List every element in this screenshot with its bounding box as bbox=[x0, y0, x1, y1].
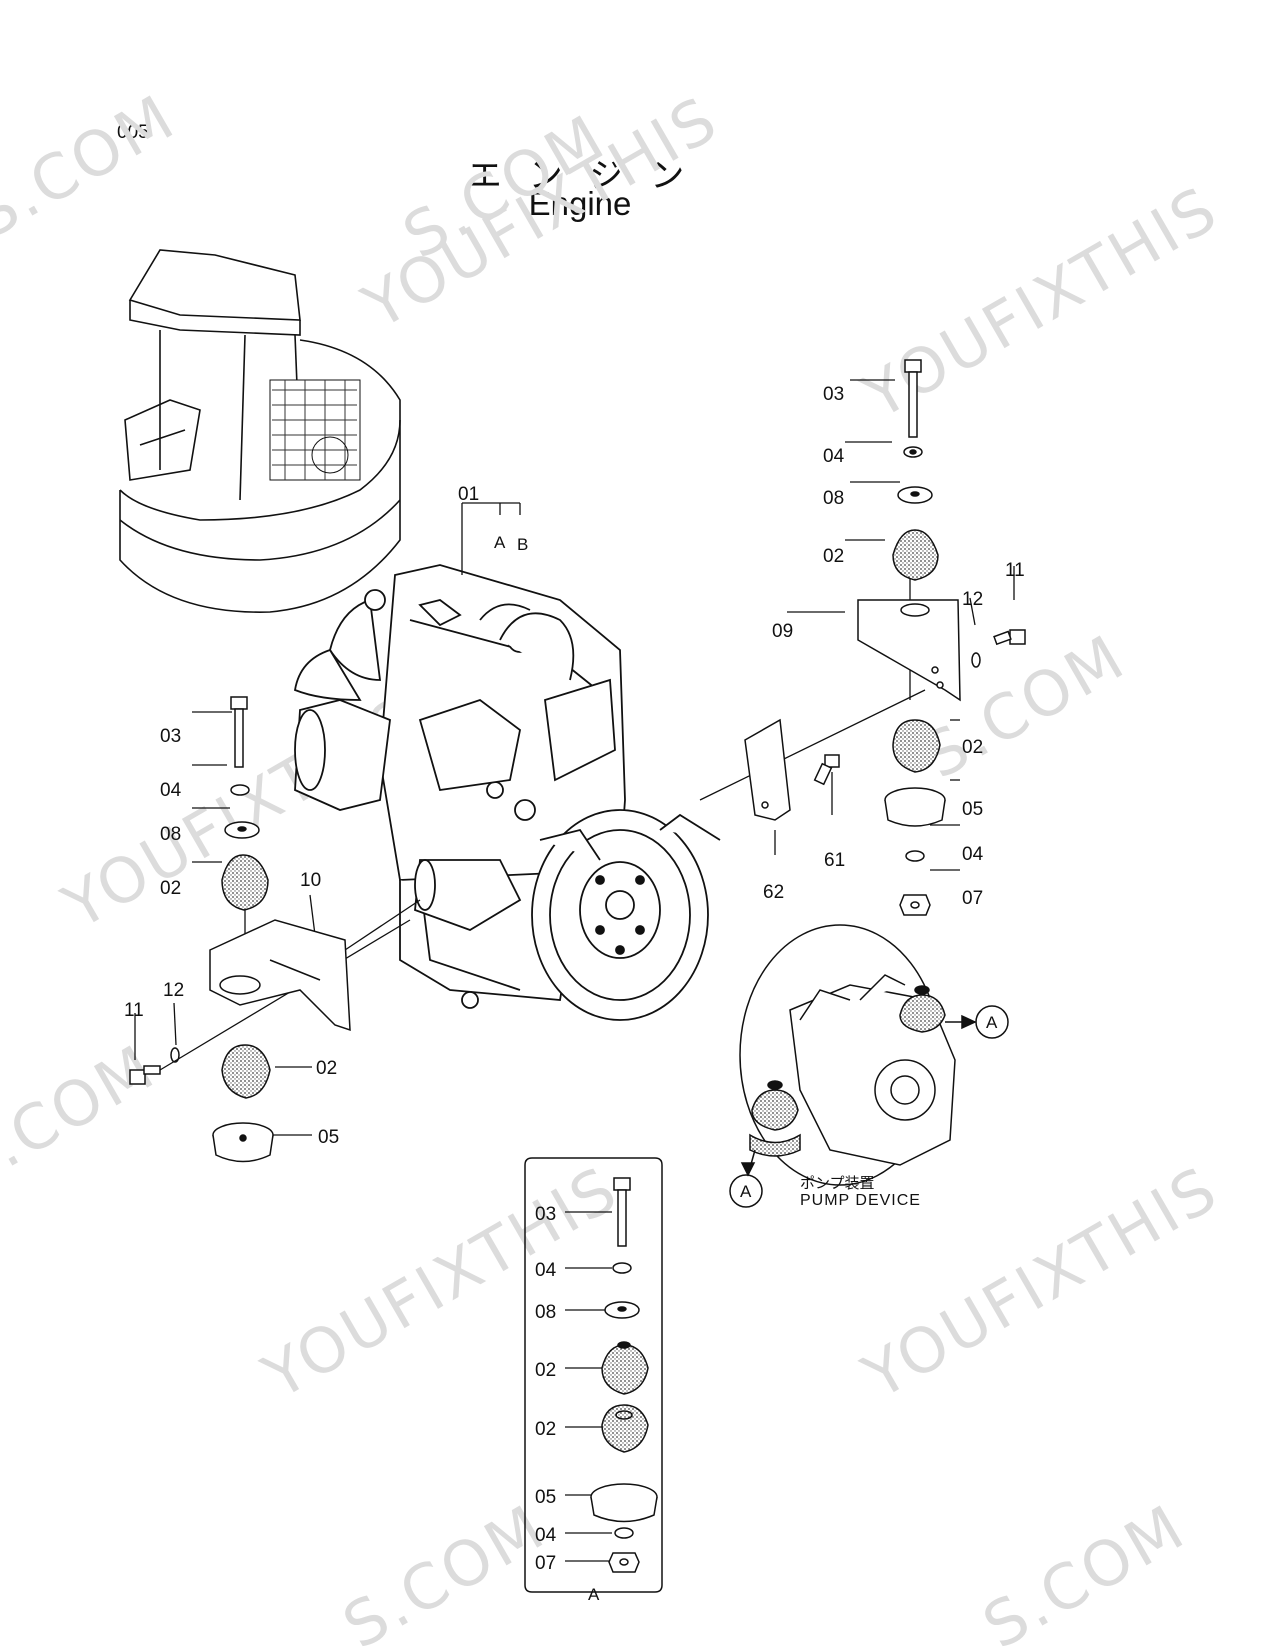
circle-a-label-1: A bbox=[986, 1013, 998, 1032]
callout-04-right-lower: 04 bbox=[962, 844, 984, 865]
callout-12-left: 12 bbox=[163, 980, 184, 1001]
callout-ref-b: B bbox=[517, 535, 528, 554]
circle-a-label-2: A bbox=[740, 1182, 752, 1201]
svg-text:YOUFIXTHIS: YOUFIXTHIS bbox=[850, 1152, 1230, 1414]
callout-62: 62 bbox=[763, 882, 784, 903]
callout-02-right: 02 bbox=[823, 546, 844, 567]
callout-04-detail-lower: 04 bbox=[535, 1525, 557, 1546]
callout-11-left: 11 bbox=[124, 1000, 144, 1021]
callout-05-detail: 05 bbox=[535, 1487, 556, 1508]
callout-labels: 01 A B 03 04 08 02 09 12 11 02 05 04 07 … bbox=[124, 384, 1025, 1604]
callout-03-right: 03 bbox=[823, 384, 844, 405]
callout-01: 01 bbox=[458, 484, 479, 505]
svg-text:YOUFIXTHIS: YOUFIXTHIS bbox=[250, 1152, 630, 1414]
callout-09: 09 bbox=[772, 621, 793, 642]
svg-text:S.COM: S.COM bbox=[331, 1490, 558, 1650]
leader-lines bbox=[134, 379, 1015, 1562]
left-mount-parts bbox=[129, 696, 351, 1163]
callout-05-left: 05 bbox=[318, 1127, 339, 1148]
right-mount-parts bbox=[744, 359, 1026, 916]
callout-04-left: 04 bbox=[160, 780, 182, 801]
reference-circles bbox=[729, 1005, 1009, 1208]
callout-07-right: 07 bbox=[962, 888, 983, 909]
callout-02-detail-lower: 02 bbox=[535, 1419, 556, 1440]
svg-text:S.COM: S.COM bbox=[0, 80, 188, 253]
title-japanese: エ ン ジ ン bbox=[467, 156, 693, 196]
excavator-overview-illustration bbox=[119, 249, 401, 613]
callout-08-right: 08 bbox=[823, 488, 844, 509]
svg-text:S.COM: S.COM bbox=[971, 1490, 1198, 1650]
page-title: Engine bbox=[528, 185, 632, 222]
callout-11-right: 11 bbox=[1005, 560, 1025, 581]
callout-03-detail: 03 bbox=[535, 1204, 556, 1225]
engine-illustration bbox=[293, 564, 721, 1021]
callout-10: 10 bbox=[300, 870, 321, 891]
callout-02-left: 02 bbox=[160, 878, 181, 899]
detail-a-box bbox=[524, 1157, 663, 1593]
svg-text:YOUFIXTHIS: YOUFIXTHIS bbox=[850, 172, 1230, 434]
callout-05-right: 05 bbox=[962, 799, 983, 820]
svg-text:S.COM: S.COM bbox=[0, 1030, 168, 1203]
callout-61: 61 bbox=[824, 850, 845, 871]
page-number: 005 bbox=[117, 122, 149, 143]
callout-02-detail: 02 bbox=[535, 1360, 556, 1381]
callout-04-detail: 04 bbox=[535, 1260, 557, 1281]
callout-08-left: 08 bbox=[160, 824, 181, 845]
callout-03-left: 03 bbox=[160, 726, 181, 747]
callout-02-left-lower: 02 bbox=[316, 1058, 337, 1079]
callout-02-right-lower: 02 bbox=[962, 737, 983, 758]
pump-device-illustration bbox=[739, 924, 975, 1186]
callout-ref-a: A bbox=[494, 533, 506, 552]
callout-07-detail: 07 bbox=[535, 1553, 556, 1574]
pump-device-label-jp: ポンプ装置 bbox=[800, 1174, 875, 1192]
callout-04-right: 04 bbox=[823, 446, 845, 467]
pump-device-label: PUMP DEVICE bbox=[800, 1192, 921, 1209]
callout-12-right: 12 bbox=[962, 589, 983, 610]
callout-08-detail: 08 bbox=[535, 1302, 556, 1323]
detail-a-caption: A bbox=[588, 1585, 600, 1604]
